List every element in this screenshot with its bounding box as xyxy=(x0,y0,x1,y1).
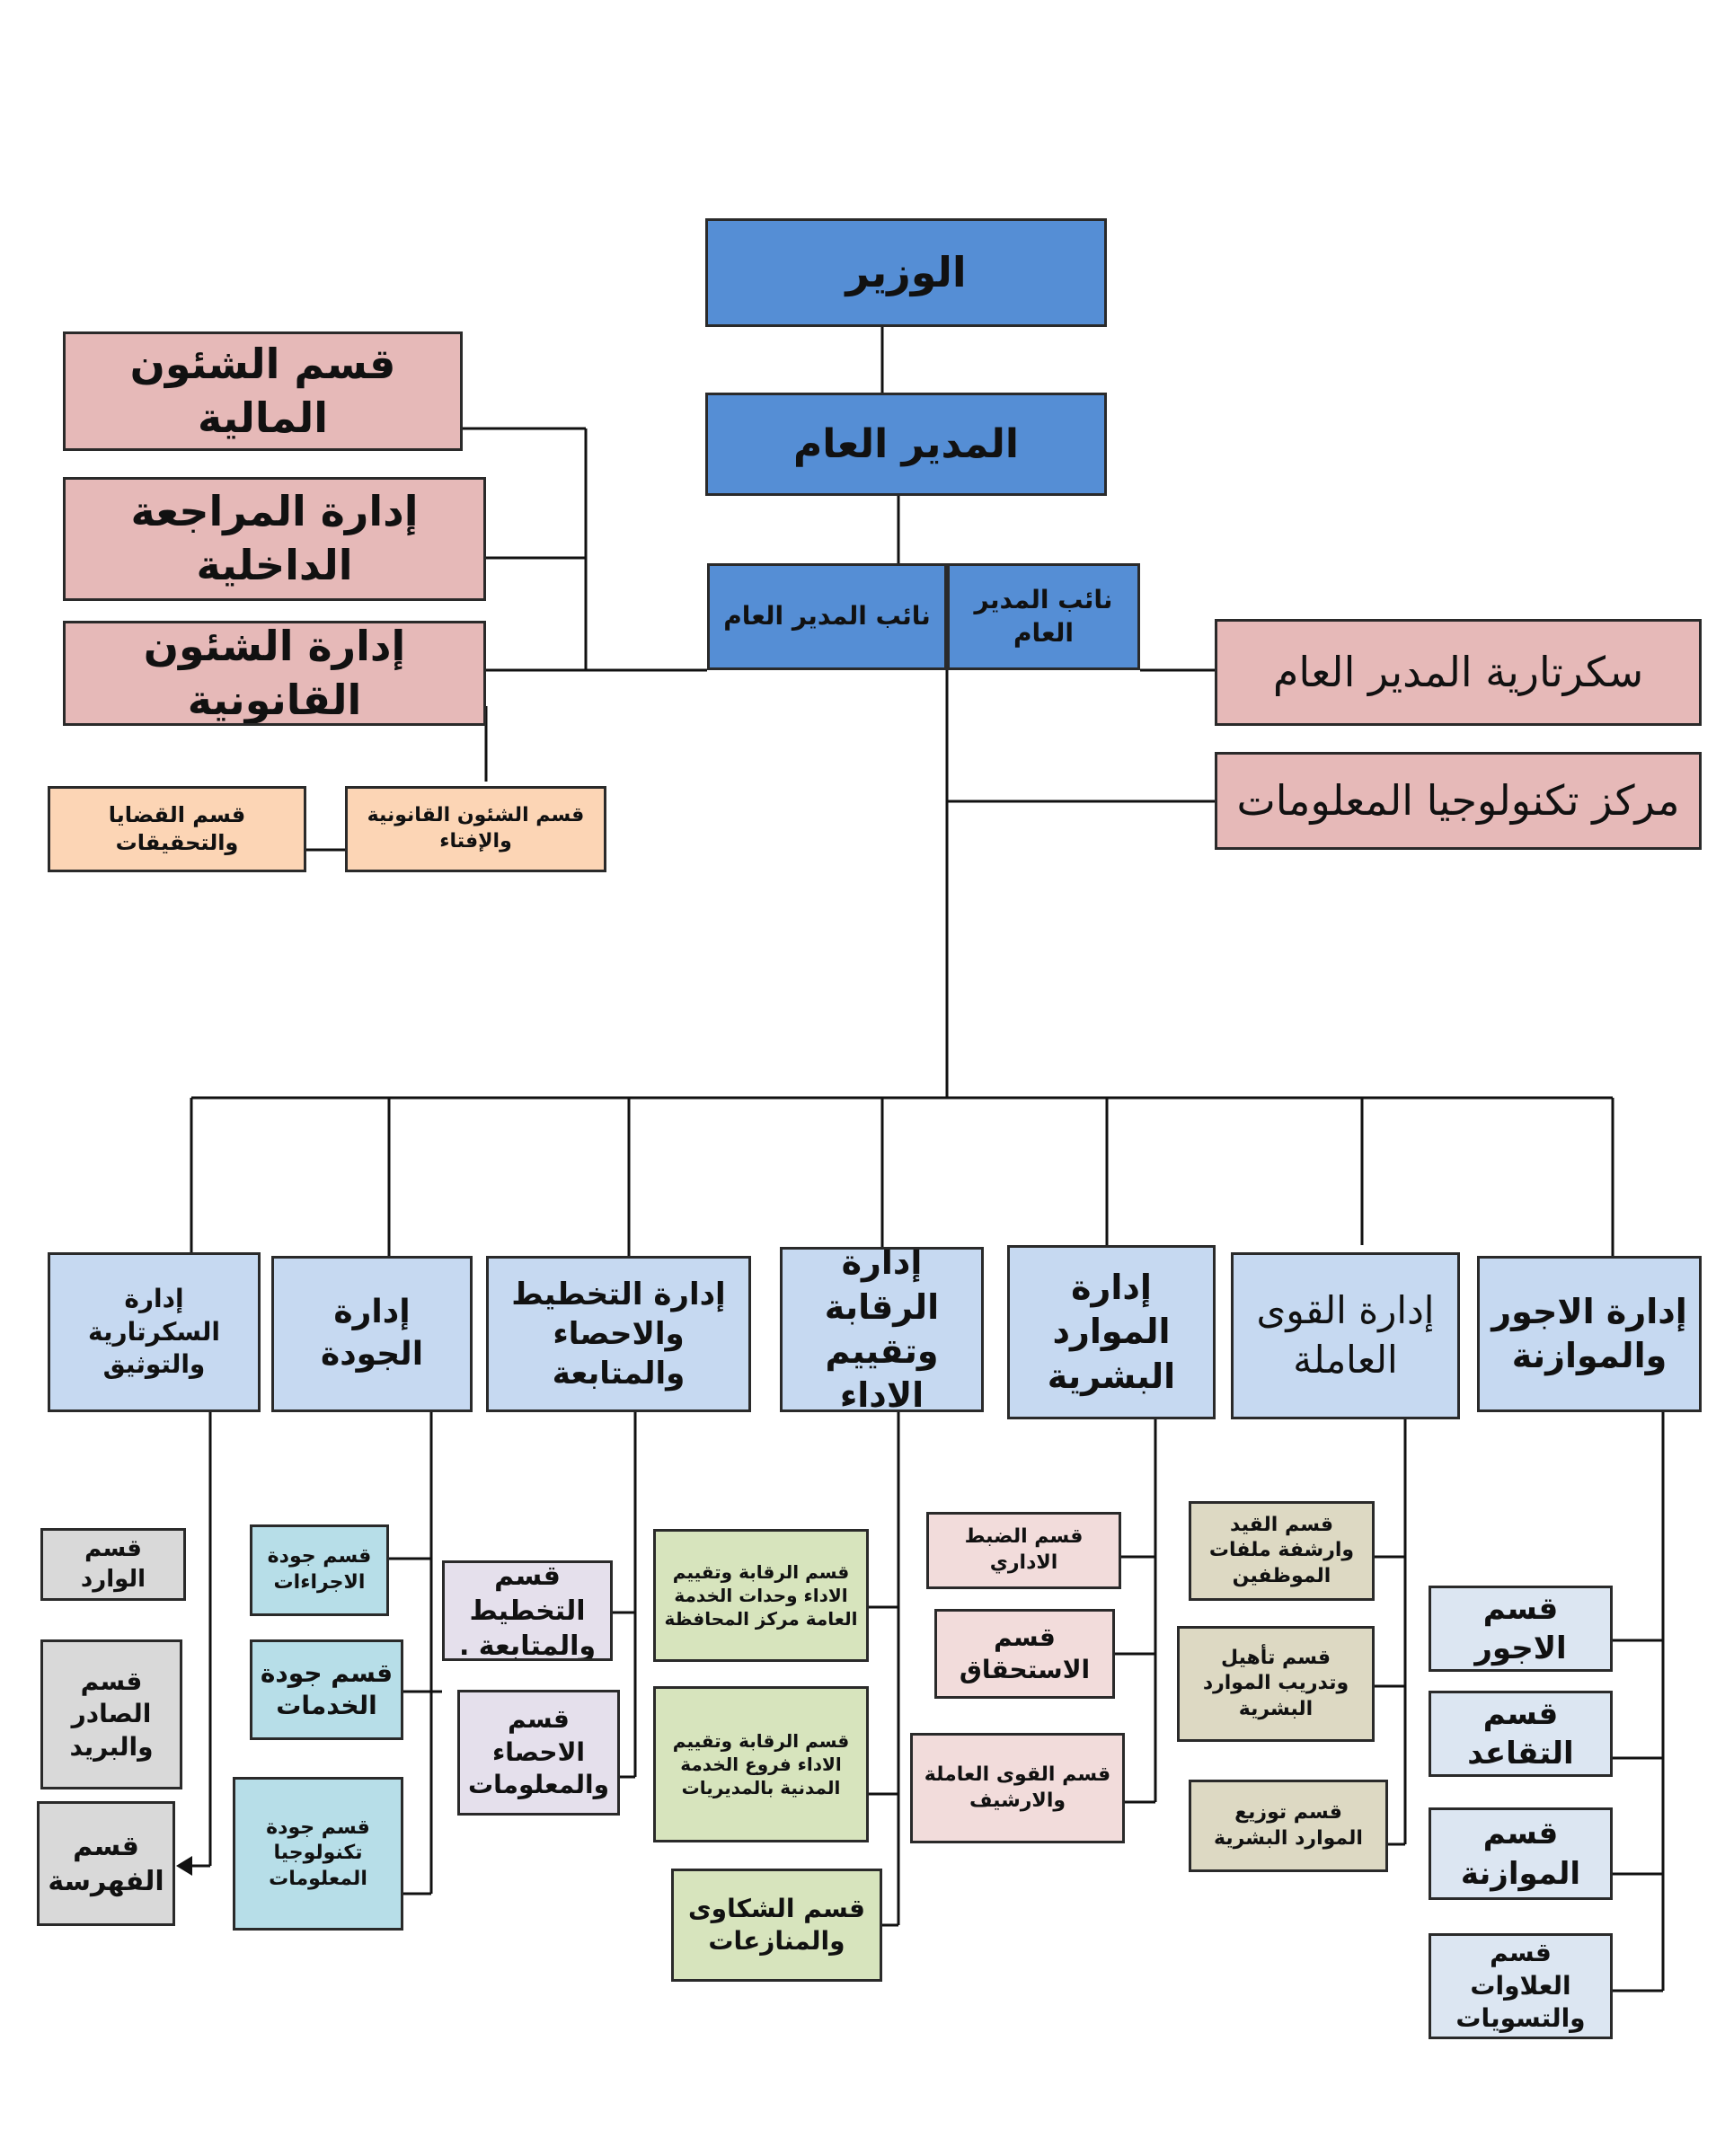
section-hr-distribution: قسم توزيع الموارد البشرية xyxy=(1189,1780,1388,1872)
section-statistics-information: قسم الاحصاء والمعلومات xyxy=(457,1690,620,1816)
department-secretariat-documentation: إدارة السكرتارية والتوثيق xyxy=(48,1252,261,1412)
legal-affairs-dept-box: قسم الشئون القانونية والإفتاء xyxy=(345,786,606,872)
section-indexing: قسم الفهرسة xyxy=(37,1801,175,1926)
section-admin-discipline: قسم الضبط الاداري xyxy=(926,1512,1121,1589)
section-procedures-quality: قسم جودة الاجراءات xyxy=(250,1524,389,1616)
section-control-districts: قسم الرقابة وتقييم الاداء فروع الخدمة ال… xyxy=(653,1686,869,1842)
arrowhead-icon xyxy=(176,1856,192,1876)
finance-section-box: قسم الشئون المالية xyxy=(63,331,463,451)
internal-audit-box: إدارة المراجعة الداخلية xyxy=(63,477,486,601)
it-center-box: مركز تكنولوجيا المعلومات xyxy=(1215,752,1702,850)
section-registration-archiving: قسم القيد وارشفة ملفات الموظفين xyxy=(1189,1501,1375,1601)
section-workforce-archive: قسم القوى العاملة والارشيف xyxy=(910,1733,1125,1843)
section-services-quality: قسم جودة الخدمات xyxy=(250,1639,403,1740)
section-entitlement: قسم الاستحقاق xyxy=(934,1609,1115,1699)
minister-box: الوزير xyxy=(705,218,1107,327)
section-complaints-disputes: قسم الشكاوى والمنازعات xyxy=(671,1869,882,1982)
department-human-resources: إدارة الموارد البشرية xyxy=(1007,1245,1216,1419)
director-general-box: المدير العام xyxy=(705,393,1107,496)
department-control-performance: إدارة الرقابة وتقييم الاداء xyxy=(780,1247,984,1412)
section-wages: قسم الاجور xyxy=(1429,1586,1613,1672)
cases-dept-box: قسم القضايا والتحقيقات xyxy=(48,786,306,872)
department-wages-budget: إدارة الاجور والموازنة xyxy=(1477,1256,1702,1412)
legal-affairs-box: إدارة الشئون القانونية xyxy=(63,621,486,726)
section-outgoing-mail: قسم الصادر والبريد xyxy=(40,1639,182,1789)
section-control-governorate: قسم الرقابة وتقييم الاداء وحدات الخدمة ا… xyxy=(653,1529,869,1662)
section-retirement: قسم التقاعد xyxy=(1429,1691,1613,1777)
deputy-director-box-1: نائب المدير العام xyxy=(947,563,1140,670)
section-it-quality: قسم جودة تكنولوجيا المعلومات xyxy=(233,1777,403,1931)
section-incoming: قسم الوارد xyxy=(40,1528,186,1601)
section-hr-training: قسم تأهيل وتدريب الموارد البشرية xyxy=(1177,1626,1375,1742)
secretariat-box: سكرتارية المدير العام xyxy=(1215,619,1702,726)
section-allowances-settlements: قسم العلاوات والتسويات xyxy=(1429,1933,1613,2039)
department-quality: إدارة الجودة xyxy=(271,1256,473,1412)
department-planning-statistics: إدارة التخطيط والاحصاء والمتابعة xyxy=(486,1256,751,1412)
department-workforce: إدارة القوى العاملة xyxy=(1231,1252,1460,1419)
deputy-director-box-2: نائب المدير العام xyxy=(707,563,947,670)
section-budget: قسم الموازنة xyxy=(1429,1807,1613,1900)
section-planning-followup: قسم التخطيط والمتابعة . xyxy=(442,1560,613,1661)
